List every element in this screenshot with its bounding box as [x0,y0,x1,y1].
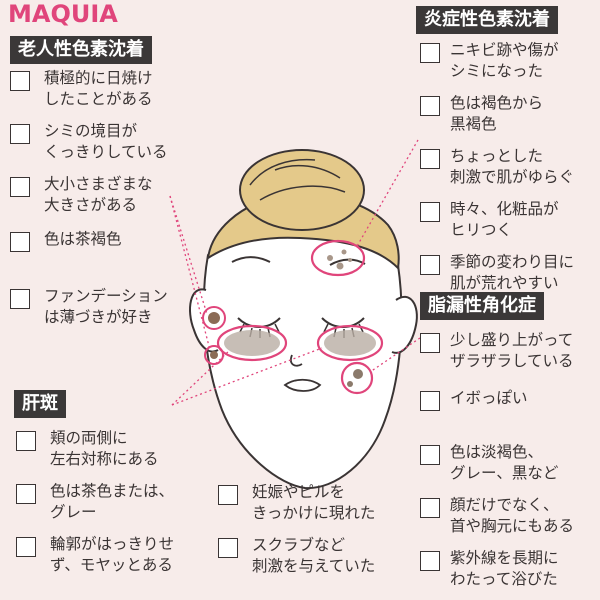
item-label: 妊娠やピルを きっかけに現れた [252,483,376,522]
checklist-item: ニキビ跡や傷が シミになった [420,40,574,82]
section-title-senile: 老人性色素沈着 [10,36,152,64]
item-label: イボっぽい [450,389,528,407]
item-label: 顔だけでなく、 首や胸元にもある [450,496,575,535]
pointer-melasma-1 [171,349,231,406]
item-label: 紫外線を長期に わたって浴びた [450,549,559,588]
checklist-item: 時々、化粧品が ヒリつく [420,199,574,241]
item-label: 頬の両側に 左右対称にある [50,429,159,468]
checkbox[interactable] [10,289,30,309]
section-title-melasma: 肝斑 [14,390,66,418]
nose [290,354,303,367]
pointer-melasma-2 [171,347,323,406]
face-outline [202,230,403,490]
checkbox[interactable] [420,498,440,518]
right-ear [391,295,418,354]
checklist-item: 輪郭がはっきりせ ず、モヤッとある [16,534,174,576]
section-title-seborrheic: 脂漏性角化症 [420,292,544,320]
checkbox[interactable] [420,149,440,169]
melasma-checklist-left: 頬の両側に 左右対称にある 色は茶色または、 グレー 輪郭がはっきりせ ず、モヤ… [16,428,174,576]
checkbox[interactable] [420,96,440,116]
pointer-seborrheic [369,337,421,373]
item-label: 積極的に日焼け したことがある [44,69,153,108]
item-label: 色は茶色または、 グレー [50,482,175,521]
item-label: 色は淡褐色、 グレー、黒など [450,443,559,482]
mouth [283,378,322,392]
checklist-item: 季節の変わり目に 肌が荒れやすい [420,252,574,294]
checklist-item: 少し盛り上がって ザラザラしている [420,330,574,372]
item-label: 大小さまざまな 大きさがある [44,175,153,214]
senile-checklist: 積極的に日焼け したことがある シミの境目が くっきりしている 大小さまざまな … [10,68,168,328]
checkbox[interactable] [420,551,440,571]
checkbox[interactable] [16,431,36,451]
checkbox[interactable] [10,124,30,144]
item-label: シミの境目が くっきりしている [44,122,168,161]
item-label: 時々、化粧品が ヒリつく [450,200,559,239]
checklist-item: 妊娠やピルを きっかけに現れた [218,482,375,524]
checklist-item: 色は褐色から 黒褐色 [420,93,574,135]
item-label: 色は茶褐色 [44,230,122,248]
section-title-inflammatory: 炎症性色素沈着 [416,6,558,34]
checkbox[interactable] [10,232,30,252]
pointer-senile-2 [169,195,211,351]
seborrheic-checklist: 少し盛り上がって ザラザラしている イボっぽい 色は淡褐色、 グレー、黒など 顔… [420,330,574,590]
checklist-item: ちょっとした 刺激で肌がゆらぐ [420,146,574,188]
checkbox[interactable] [420,202,440,222]
checklist-item: 頬の両側に 左右対称にある [16,428,174,470]
checklist-item: ファンデーション は薄づきが好き [10,286,168,328]
checkbox[interactable] [420,255,440,275]
item-label: 色は褐色から 黒褐色 [450,94,544,133]
checklist-item: 色は茶褐色 [10,229,168,252]
checkbox[interactable] [420,43,440,63]
melasma-right-highlight [316,324,384,362]
checklist-item: 色は淡褐色、 グレー、黒など [420,442,574,484]
checklist-item: イボっぽい [420,388,574,411]
item-label: 少し盛り上がって ザラザラしている [450,331,574,370]
inflammatory-highlight [310,239,366,277]
item-label: 輪郭がはっきりせ ず、モヤッとある [50,535,175,574]
checklist-item: 積極的に日焼け したことがある [10,68,168,110]
checkbox[interactable] [16,484,36,504]
checkbox[interactable] [218,538,238,558]
item-label: 季節の変わり目に 肌が荒れやすい [450,253,575,292]
checklist-item: シミの境目が くっきりしている [10,121,168,163]
inflammatory-checklist: ニキビ跡や傷が シミになった 色は褐色から 黒褐色 ちょっとした 刺激で肌がゆら… [420,40,574,294]
melasma-left-patch [224,330,280,356]
item-label: ちょっとした 刺激で肌がゆらぐ [450,147,575,186]
melasma-right-patch [324,330,376,356]
brand-logo: MAQUIA [8,0,118,28]
left-eyebrow [231,256,271,263]
checklist-item: 顔だけでなく、 首や胸元にもある [420,495,574,537]
checkbox[interactable] [10,71,30,91]
pointer-senile-1 [169,195,208,315]
checklist-item: 色は茶色または、 グレー [16,481,174,523]
seborrheic-highlight [340,361,374,395]
checklist-item: スクラブなど 刺激を与えていた [218,535,375,577]
checkbox[interactable] [16,537,36,557]
checkbox[interactable] [420,333,440,353]
checklist-item: 紫外線を長期に わたって浴びた [420,548,574,590]
hair-bun [239,149,365,231]
item-label: ニキビ跡や傷が シミになった [450,41,559,80]
melasma-left-highlight [216,324,288,362]
senile-highlight-2 [204,345,224,365]
checkbox[interactable] [420,445,440,465]
checklist-item: 大小さまざまな 大きさがある [10,174,168,216]
checkbox[interactable] [420,391,440,411]
item-label: ファンデーション は薄づきが好き [44,287,168,326]
checkbox[interactable] [218,485,238,505]
pointer-inflammatory [355,139,419,249]
checkbox[interactable] [10,177,30,197]
item-label: スクラブなど 刺激を与えていた [252,536,376,575]
senile-highlight-1 [202,306,226,330]
melasma-checklist-right: 妊娠やピルを きっかけに現れた スクラブなど 刺激を与えていた [218,482,375,577]
